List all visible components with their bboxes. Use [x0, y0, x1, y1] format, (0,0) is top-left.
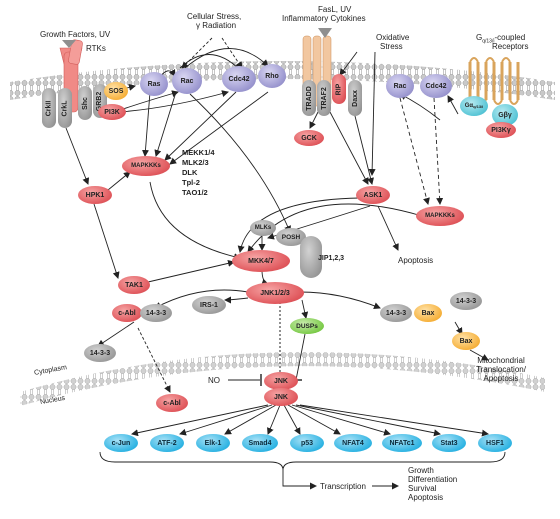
pi3kg-node: PI3Kγ — [486, 122, 516, 138]
rac-node: Rac — [172, 68, 202, 94]
pi3k-node: PI3K — [98, 104, 126, 120]
apoptosis-label: Apoptosis — [398, 256, 434, 265]
cabl-node: c-Abl — [112, 304, 142, 322]
crkii-node: CrkII — [42, 88, 56, 128]
tf-cjun: c-Jun — [104, 434, 138, 452]
receptors-label: Receptors — [492, 42, 529, 51]
rho-node: Rho — [258, 64, 286, 88]
shc-node: Shc — [78, 86, 92, 120]
p1433b-node: 14-3-3 — [84, 344, 116, 362]
dusps-node: DUSPs — [290, 318, 324, 334]
jnk-top-node: JNK — [264, 372, 298, 390]
mapkkks2-node: MAPKKKs — [416, 206, 464, 226]
tf-p53: p53 — [290, 434, 324, 452]
stress-label: Stress — [380, 42, 403, 51]
gbg-node: Gβγ — [492, 104, 518, 126]
cellular-stress-label: Cellular Stress, — [187, 12, 242, 21]
cdc42-2-node: Cdc42 — [420, 74, 452, 98]
tf-hsf1: HSF1 — [478, 434, 512, 452]
gamma-radiation-label: γ Radiation — [196, 21, 237, 30]
tf-atf2: ATF-2 — [150, 434, 184, 452]
jip-node — [300, 236, 322, 278]
crkl-node: CrkL — [58, 88, 72, 128]
cytokines-label: Inflammatory Cytokines — [282, 14, 366, 23]
gck-node: GCK — [294, 130, 324, 146]
outcomes-list: Growth Differentiation Survival Apoptosi… — [408, 466, 458, 502]
tf-smad4: Smad4 — [242, 434, 278, 452]
cdc42-node: Cdc42 — [222, 66, 256, 92]
fasl-label: FasL, UV — [318, 5, 352, 14]
rtks-label: RTKs — [86, 44, 106, 53]
jip-label: JIP1,2,3 — [318, 255, 345, 262]
jnk-bottom-node: JNK — [264, 388, 298, 406]
posh-node: POSH — [276, 228, 306, 246]
mapkkks-node: MAPKKKs — [122, 156, 170, 176]
mapkkk-list: MEKK1/4 MLK2/3 DLK Tpl-2 TAO1/2 — [182, 148, 215, 197]
transcription-label: Transcription — [320, 482, 366, 491]
traf2-node: TRAF2 — [317, 80, 331, 116]
rac2-node: Rac — [386, 74, 414, 98]
gpcr-label: Gq/13/i-coupled — [476, 33, 526, 45]
ras-node: Ras — [140, 72, 168, 96]
tf-stat3: Stat3 — [432, 434, 466, 452]
mkk47-node: MKK4/7 — [232, 250, 290, 272]
p1433c-node: 14-3-3 — [380, 304, 412, 322]
daxx-node: Daxx — [348, 80, 362, 116]
nuclear-membrane — [20, 352, 545, 406]
tradd-node: TRADD — [302, 80, 316, 116]
hpk1-node: HPK1 — [78, 186, 112, 204]
bax-node: Bax — [414, 304, 442, 322]
tf-nfatc1: NFATc1 — [382, 434, 422, 452]
oxidative-label: Oxidative — [376, 33, 410, 42]
cabl-nuclear-node: c-Abl — [156, 394, 188, 412]
no-label: NO — [208, 376, 220, 385]
fasl-ligand — [318, 28, 332, 38]
plasma-membrane — [10, 61, 555, 100]
sos-node: SOS — [104, 82, 128, 100]
growth-factors-label: Growth Factors, UV — [40, 30, 111, 39]
jnk123-node: JNK1/2/3 — [246, 282, 304, 304]
irs1-node: IRS-1 — [192, 296, 226, 314]
p1433d-node: 14-3-3 — [450, 292, 482, 310]
tf-nfat4: NFAT4 — [334, 434, 372, 452]
mlks-node: MLKs — [250, 220, 276, 236]
bax2-node: Bax — [452, 332, 480, 350]
rip-node: RIP — [332, 74, 346, 104]
growth-ligand — [62, 40, 76, 48]
tf-elk1: Elk-1 — [196, 434, 230, 452]
tak1-node: TAK1 — [118, 276, 150, 294]
ask1-node: ASK1 — [356, 186, 390, 204]
mito-label: Mitochondrial Translocation/ Apoptosis — [476, 356, 526, 383]
p1433a-node: 14-3-3 — [140, 304, 172, 322]
